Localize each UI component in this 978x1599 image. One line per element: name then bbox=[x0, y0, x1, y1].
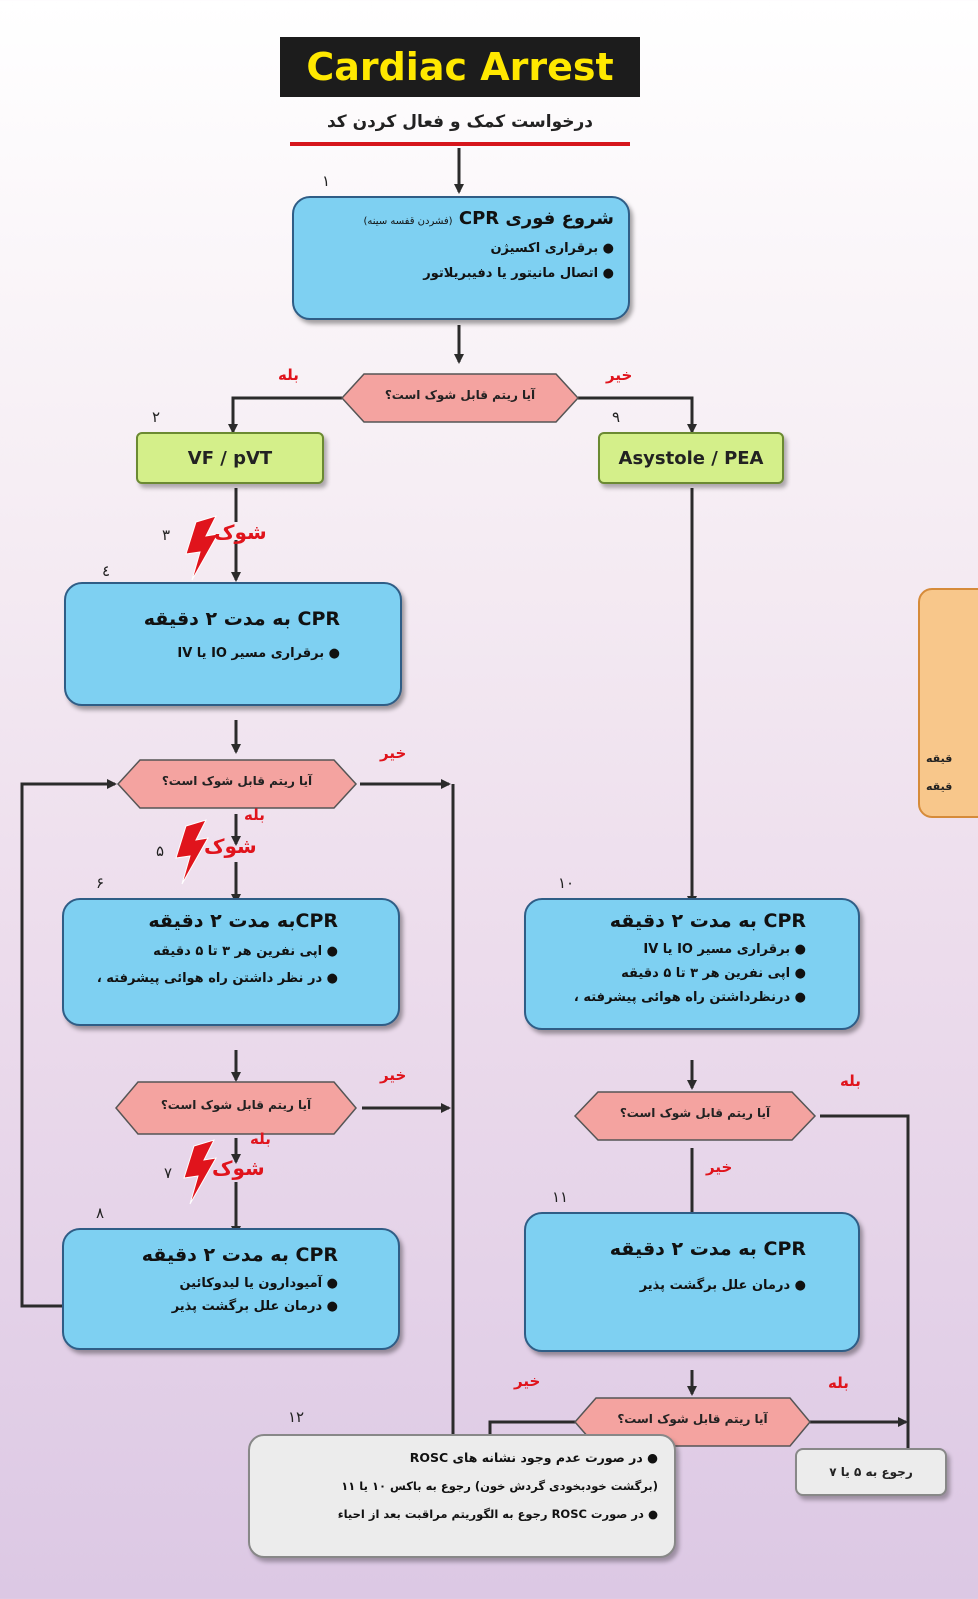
box11-line-1: ● درمان علل برگشت پذیر bbox=[639, 1278, 806, 1293]
decision-4-text: آیا ریتم قابل شوک است؟ bbox=[619, 1106, 771, 1120]
box-cpr-step-10: CPR به مدت ۲ دقیقه ● برقراری مسیر IO یا … bbox=[524, 898, 860, 1030]
yes-label-4: بله bbox=[840, 1072, 861, 1090]
lightning-icon bbox=[183, 1139, 217, 1205]
decision-2-text: آیا ریتم قابل شوک است؟ bbox=[161, 774, 313, 788]
yes-label-5: بله bbox=[828, 1374, 849, 1392]
yes-label-3: بله bbox=[250, 1130, 271, 1148]
box1-title: شروع فوری CPR bbox=[458, 208, 614, 229]
box6-line-2: ● در نظر داشتن راه هوائی پیشرفته ، bbox=[96, 971, 338, 986]
subtitle-activate-code: درخواست کمک و فعال کردن کد bbox=[290, 112, 630, 146]
box1-line-1: ● برقراری اکسیژن bbox=[490, 241, 614, 256]
yes-label-1: بله bbox=[278, 366, 299, 384]
step-number-3: ۳ bbox=[162, 526, 171, 544]
box-cpr-step-8: CPR به مدت ۲ دقیقه ● آمیودارون یا لیدوکا… bbox=[62, 1228, 400, 1350]
no-label-5: خیر bbox=[514, 1372, 541, 1390]
box-rosc-step-12: ● در صورت عدم وجود نشانه های ROSC (برگشت… bbox=[248, 1434, 676, 1558]
decision-5-text: آیا ریتم قابل شوک است؟ bbox=[617, 1412, 768, 1426]
back-to-step-box: رجوع به ۵ یا ۷ bbox=[795, 1448, 947, 1496]
side-box-partial bbox=[918, 588, 978, 818]
step-number-7: ۷ bbox=[164, 1164, 173, 1182]
no-label-4: خیر bbox=[706, 1158, 733, 1176]
box12-line-3: ● در صورت ROSC رجوع به الگوریتم مراقبت ب… bbox=[337, 1507, 658, 1521]
box1-subnote: (فشردن قفسه سینه) bbox=[363, 216, 453, 227]
yes-label-2: بله bbox=[244, 806, 265, 824]
step-number-8: ۸ bbox=[96, 1204, 105, 1222]
box6-line-1: ● اپی نفرین هر ۳ تا ۵ دقیقه bbox=[153, 944, 338, 959]
decision-hexagon-4 bbox=[573, 1091, 817, 1141]
box4-title: CPR به مدت ۲ دقیقه bbox=[143, 608, 340, 630]
box8-title: CPR به مدت ۲ دقیقه bbox=[141, 1244, 338, 1266]
decision-3-text: آیا ریتم قابل شوک است؟ bbox=[160, 1098, 312, 1112]
box8-line-1: ● آمیودارون یا لیدوکائین bbox=[179, 1276, 338, 1291]
step-number-12: ۱۲ bbox=[288, 1408, 305, 1426]
no-label-1: خیر bbox=[606, 366, 633, 384]
box11-title: CPR به مدت ۲ دقیقه bbox=[609, 1238, 806, 1260]
lightning-icon bbox=[185, 515, 219, 581]
box-start-cpr: شروع فوری CPR (فشردن قفسه سینه) ● برقرار… bbox=[292, 196, 630, 320]
step-number-6: ۶ bbox=[96, 874, 105, 892]
decision-hexagon-3 bbox=[115, 1081, 357, 1135]
step-number-2: ۲ bbox=[152, 408, 161, 426]
lightning-icon bbox=[175, 819, 209, 885]
box12-line-2: (برگشت خودبخودی گردش خون) رجوع به باکس ۱… bbox=[341, 1479, 658, 1493]
step-number-1: ۱ bbox=[322, 172, 331, 190]
box6-title: CPRبه مدت ۲ دقیقه bbox=[148, 910, 338, 932]
side-box-line-2: قیقه bbox=[926, 780, 953, 793]
box10-line-3: ● درنظرداشتن راه هوائی پیشرفته ، bbox=[573, 990, 806, 1005]
decision-1-text: آیا ریتم قابل شوک است؟ bbox=[384, 388, 536, 402]
step-number-4: ٤ bbox=[102, 562, 111, 580]
no-label-3: خیر bbox=[380, 1066, 407, 1084]
decision-hexagon-2 bbox=[116, 759, 358, 809]
shock-label-2: شوک bbox=[204, 834, 257, 858]
step-number-5: ۵ bbox=[156, 842, 165, 860]
shock-label-3: شوک bbox=[212, 1156, 265, 1180]
box-cpr-step-11: CPR به مدت ۲ دقیقه ● درمان علل برگشت پذی… bbox=[524, 1212, 860, 1352]
side-box-line-1: قیقه bbox=[926, 752, 953, 765]
box-cpr-step-4: CPR به مدت ۲ دقیقه ● برقراری مسیر IO یا … bbox=[64, 582, 402, 706]
step-number-11: ۱۱ bbox=[552, 1188, 569, 1206]
box8-line-2: ● درمان علل برگشت پذیر bbox=[171, 1299, 338, 1314]
box4-line-1: ● برقراری مسیر IO یا IV bbox=[177, 646, 340, 661]
step-number-10: ۱۰ bbox=[558, 874, 575, 892]
vf-pvt-box: VF / pVT bbox=[136, 432, 324, 484]
no-label-2: خیر bbox=[380, 744, 407, 762]
box10-line-2: ● اپی نفرین هر ۳ تا ۵ دقیقه bbox=[621, 966, 806, 981]
box12-line-1: ● در صورت عدم وجود نشانه های ROSC bbox=[409, 1450, 658, 1465]
step-number-9: ۹ bbox=[612, 408, 621, 426]
box1-line-2: ● اتصال مانیتور یا دفیبریلاتور bbox=[423, 266, 614, 281]
box-cpr-step-6: CPRبه مدت ۲ دقیقه ● اپی نفرین هر ۳ تا ۵ … bbox=[62, 898, 400, 1026]
decision-hexagon-1 bbox=[340, 373, 580, 423]
box10-line-1: ● برقراری مسیر IO یا IV bbox=[643, 942, 806, 957]
page-title: Cardiac Arrest bbox=[280, 37, 640, 97]
asystole-pea-box: Asystole / PEA bbox=[598, 432, 784, 484]
box10-title: CPR به مدت ۲ دقیقه bbox=[609, 910, 806, 932]
shock-label-1: شوک bbox=[214, 520, 267, 544]
